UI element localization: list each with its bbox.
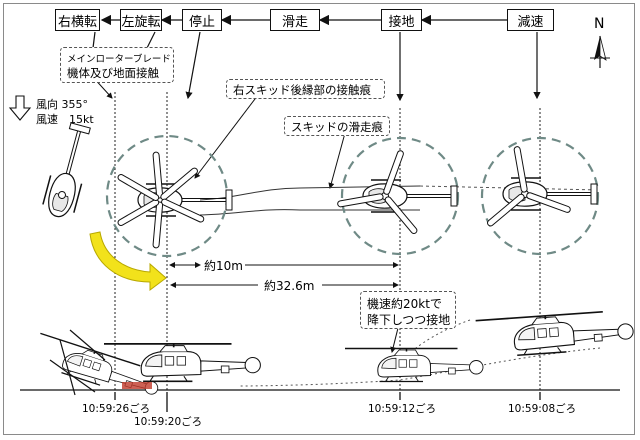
distance-short-label: 約10m bbox=[202, 257, 245, 274]
wind-direction: 風向 355° bbox=[36, 98, 88, 111]
wind-arrow-icon bbox=[8, 95, 32, 121]
phase-decel: 減速 bbox=[507, 9, 554, 31]
callout-skid-slide: スキッドの滑走痕 bbox=[284, 116, 390, 136]
callout-skid-slide-text: スキッドの滑走痕 bbox=[291, 120, 383, 134]
callout-right-skid-mark-text: 右スキッド後縁部の接触痕 bbox=[233, 83, 371, 97]
time-ticks bbox=[114, 392, 541, 412]
time-touchdown: 10:59:12ごろ bbox=[368, 403, 437, 415]
compass-icon bbox=[590, 35, 610, 68]
time-decel: 10:59:08ごろ bbox=[508, 403, 577, 415]
callout-descent-line1: 機速約20ktで bbox=[367, 297, 442, 311]
distance-dimensions bbox=[169, 262, 399, 288]
heli-side-touchdown bbox=[344, 347, 484, 383]
heli-side-stop bbox=[103, 343, 262, 383]
phase-stop: 停止 bbox=[182, 9, 222, 31]
time-rollover: 10:59:26ごろ bbox=[82, 403, 151, 415]
phase-slide: 滑走 bbox=[270, 9, 320, 31]
time-stop: 10:59:20ごろ bbox=[134, 416, 203, 428]
phase-right-roll: 右横転 bbox=[55, 9, 100, 31]
callout-blade-contact-detail: 機体及び地面接触 bbox=[67, 66, 159, 80]
callout-descent-note: 機速約20ktで 降下しつつ接地 bbox=[360, 291, 456, 329]
phase-touchdown: 接地 bbox=[381, 9, 422, 31]
heli-top-touchdown bbox=[336, 149, 458, 236]
callout-blade-contact-title: メインローターブレード bbox=[67, 54, 171, 65]
callout-right-skid-mark: 右スキッド後縁部の接触痕 bbox=[226, 79, 385, 99]
callout-descent-line2: 降下しつつ接地 bbox=[367, 313, 451, 327]
heli-side-decel bbox=[474, 308, 636, 359]
callout-blade-contact: メインローターブレード 機体及び地面接触 bbox=[60, 47, 174, 83]
heli-top-decel bbox=[485, 145, 598, 228]
skid-contact-mark bbox=[122, 382, 152, 389]
flight-path-dotted bbox=[239, 319, 601, 387]
debris-blades bbox=[49, 329, 106, 396]
phase-arrows bbox=[89, 14, 541, 102]
phase-left-spin: 左旋転 bbox=[120, 9, 162, 31]
distance-long-label: 約32.6m bbox=[262, 277, 317, 294]
rotation-arrow-icon bbox=[89, 231, 167, 291]
heli-top-rollover bbox=[40, 120, 97, 222]
compass-label: N bbox=[594, 16, 605, 32]
wind-speed: 風速 15kt bbox=[36, 113, 94, 126]
heli-top-stop bbox=[116, 151, 233, 249]
